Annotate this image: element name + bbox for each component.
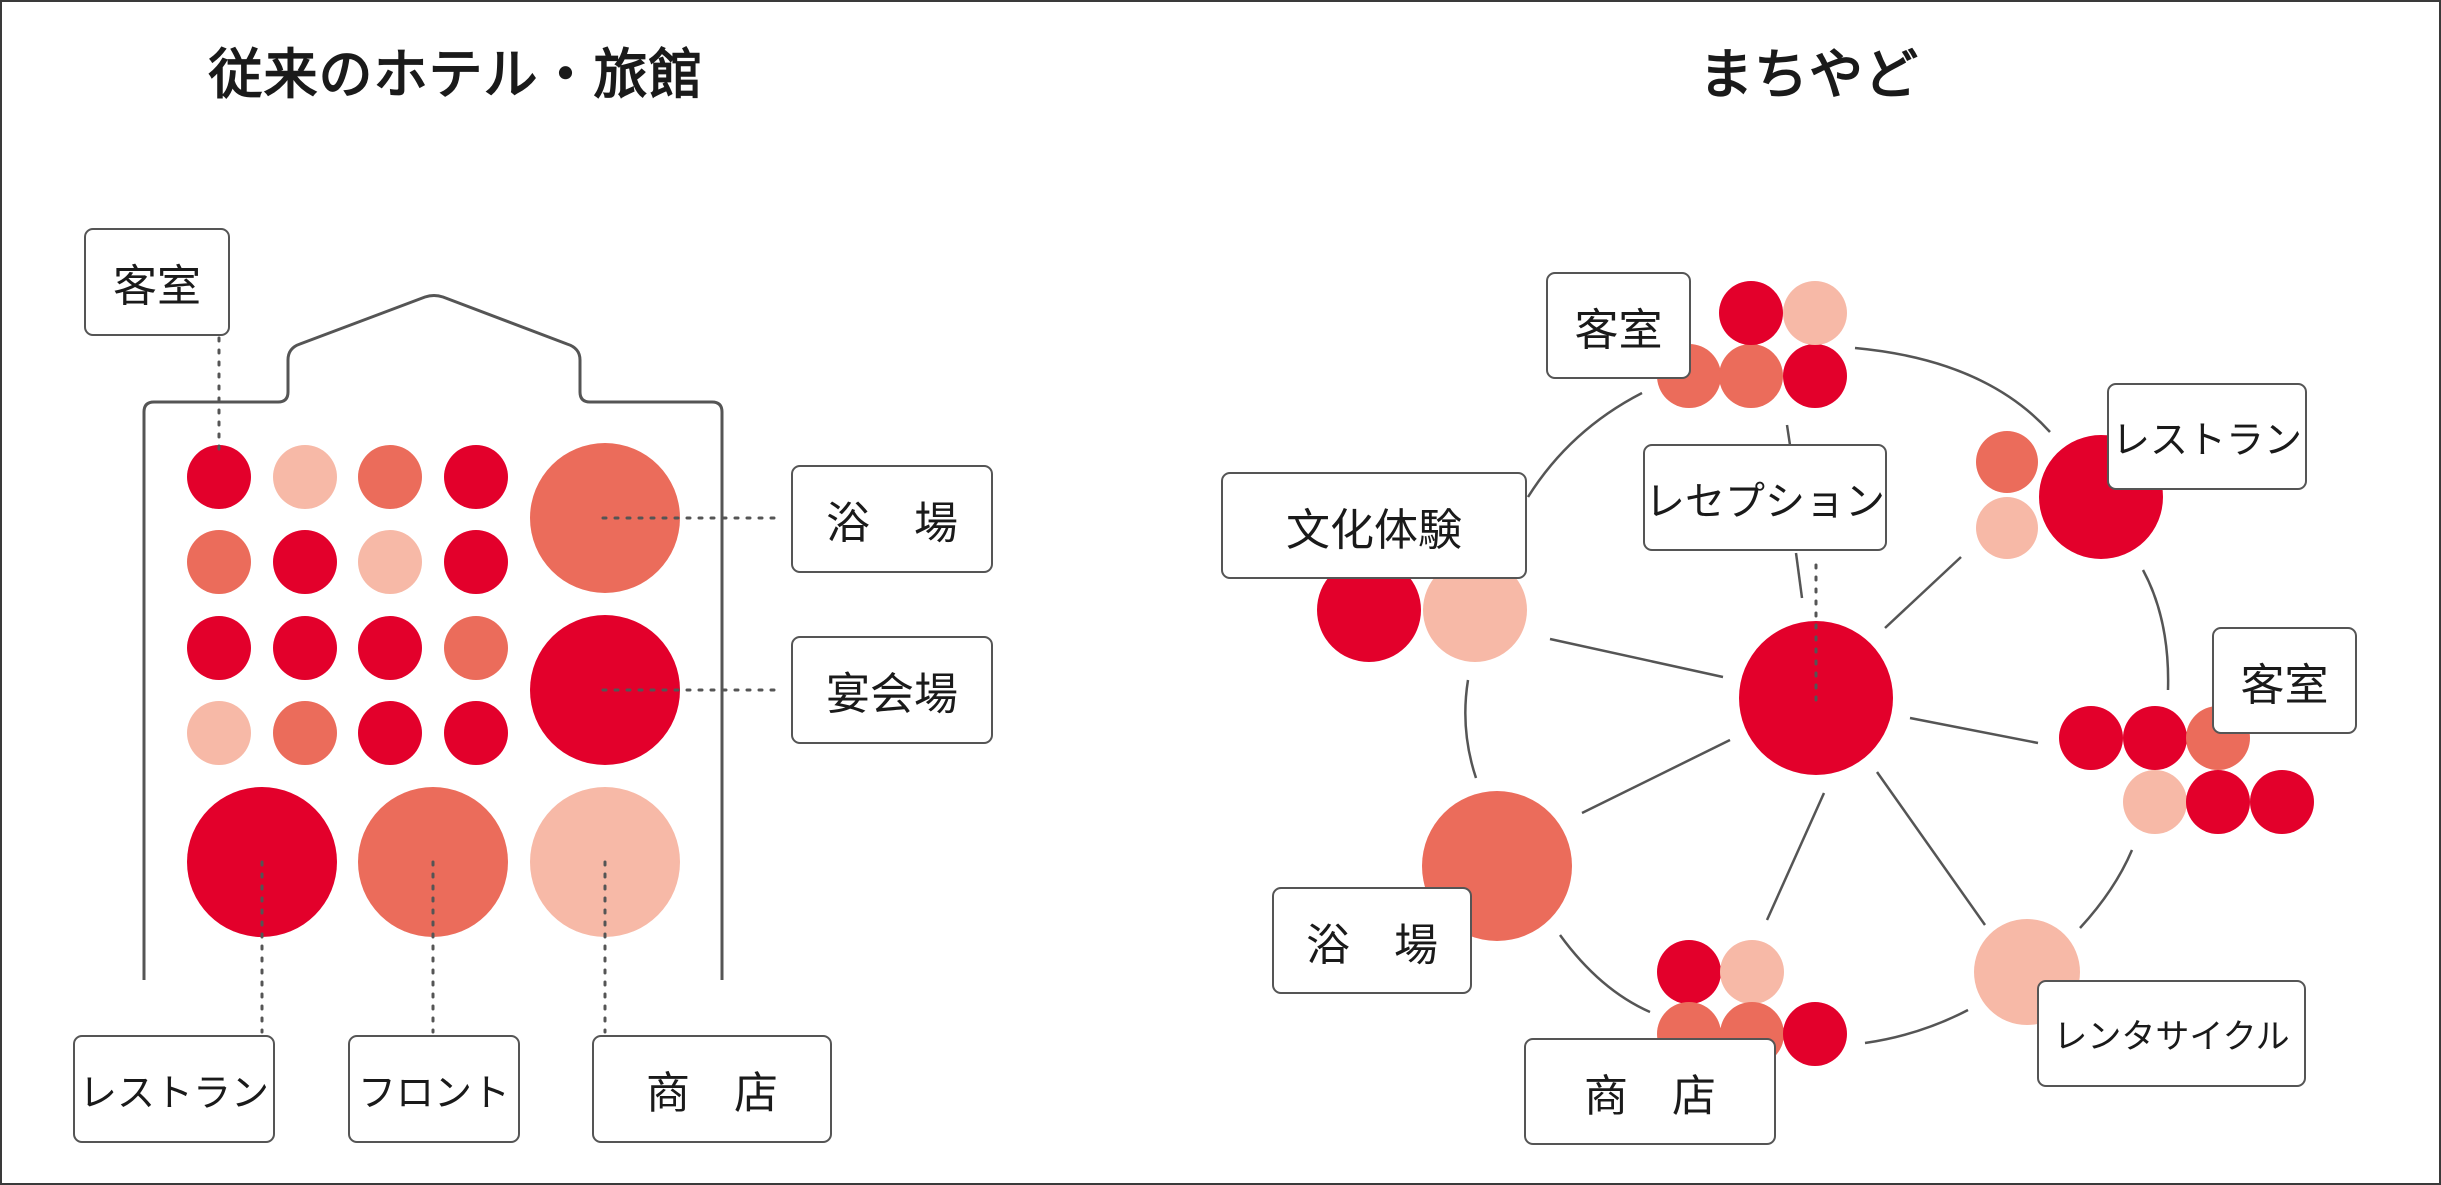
room-dot [187, 701, 251, 765]
shop-dot [1657, 940, 1721, 1004]
spoke-shop [1765, 792, 1826, 921]
room-dot [273, 445, 337, 509]
hotel-room-dots [187, 445, 508, 765]
label-restaurant: レストラン [73, 1035, 275, 1143]
room-dot [358, 530, 422, 594]
room-dot [187, 530, 251, 594]
room-dot [2250, 770, 2314, 834]
restaurant-node [1976, 431, 2038, 493]
label-restaurant-right: レストラン [2107, 383, 2307, 490]
machiyado-connections [1464, 346, 2170, 1045]
label-guest-rooms-right: 客室 [2212, 627, 2357, 734]
room-dot [273, 701, 337, 765]
room-dot [187, 445, 251, 509]
ring-arc [1864, 1008, 1969, 1045]
ring-arc [1854, 346, 2051, 433]
label-guest-rooms-top: 客室 [1546, 272, 1691, 379]
room-dot [358, 701, 422, 765]
restaurant-node [1976, 497, 2038, 559]
hotel-leader-lines [217, 336, 784, 1034]
label-banquet: 宴会場 [791, 636, 993, 744]
room-dot [2059, 706, 2123, 770]
room-dot [444, 701, 508, 765]
label-rental-cycle: レンタサイクル [2037, 980, 2306, 1087]
room-dot [273, 616, 337, 680]
left-title: 従来のホテル・旅館 [208, 43, 704, 106]
spoke-rooms-right [1909, 716, 2039, 745]
room-dot [2123, 770, 2187, 834]
room-dot [1783, 281, 1847, 345]
room-dot [358, 445, 422, 509]
room-dot [358, 616, 422, 680]
spoke-rental [1875, 771, 1987, 926]
ring-arc [1558, 934, 1651, 1014]
room-dot [273, 530, 337, 594]
label-shop-right: 商 店 [1524, 1038, 1776, 1145]
room-dot [444, 445, 508, 509]
label-shop: 商 店 [592, 1035, 832, 1143]
hotel-building-outline [142, 294, 724, 980]
room-dot [2186, 770, 2250, 834]
ring-arc [2079, 849, 2134, 929]
spoke-restaurant [1884, 556, 1962, 629]
ring-arc [2141, 569, 2170, 691]
ring-arc [1785, 424, 1792, 446]
label-reception: レセプション [1643, 444, 1887, 551]
shop-dot [1783, 1002, 1847, 1066]
label-guest-rooms: 客室 [84, 228, 230, 336]
room-dot [187, 616, 251, 680]
spoke-bath [1581, 738, 1731, 815]
culture-node [1423, 558, 1527, 662]
label-culture-experience: 文化体験 [1221, 472, 1527, 579]
label-bath-right: 浴 場 [1272, 887, 1472, 994]
culture-node [1317, 558, 1421, 662]
ring-arc [1464, 679, 1478, 779]
room-dot [1719, 344, 1783, 408]
room-dot [2123, 706, 2187, 770]
room-dot [1719, 281, 1783, 345]
spoke-reception-label [1794, 552, 1804, 599]
ring-arc [1526, 391, 1643, 498]
room-dot [444, 616, 508, 680]
shop-dot [1720, 940, 1784, 1004]
label-front: フロント [348, 1035, 520, 1143]
right-title: まちやど [1699, 43, 1919, 106]
room-dot [444, 530, 508, 594]
spoke-culture [1549, 637, 1724, 679]
label-bath: 浴 場 [791, 465, 993, 573]
room-dot [1783, 344, 1847, 408]
